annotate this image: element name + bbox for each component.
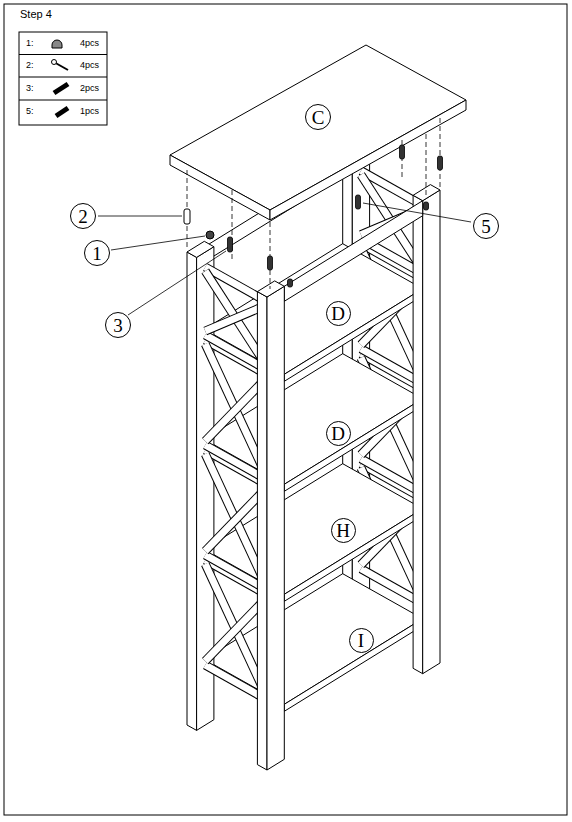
circle-text: D xyxy=(331,304,345,323)
dowel xyxy=(268,256,273,270)
leader-line xyxy=(363,203,471,222)
table-rule xyxy=(19,77,107,78)
panel-letter: D xyxy=(326,421,351,446)
circle-text: 1 xyxy=(92,244,102,263)
post-top xyxy=(413,185,440,201)
part-number: 1: xyxy=(26,39,34,48)
panel-letter: I xyxy=(349,628,374,653)
part-number: 3: xyxy=(26,84,34,93)
leader-line xyxy=(98,216,182,217)
panel-letter: H xyxy=(331,518,356,543)
panel-letter: D xyxy=(326,301,351,326)
dowel xyxy=(400,145,405,159)
circle-text: I xyxy=(358,631,364,650)
dowel xyxy=(356,195,361,209)
table-rule xyxy=(19,100,107,101)
dowel xyxy=(424,202,429,210)
cam-bolt xyxy=(184,209,190,224)
part-number: 2: xyxy=(26,61,34,70)
circle-text: D xyxy=(331,424,345,443)
bolt-icon xyxy=(52,60,57,65)
callout-number: 3 xyxy=(105,312,131,338)
post-side xyxy=(413,195,423,673)
post-top xyxy=(187,241,214,257)
post-side xyxy=(187,252,197,730)
post-front xyxy=(267,286,284,770)
part-number: 5: xyxy=(26,107,34,116)
dowel xyxy=(228,237,233,252)
circle-text: 2 xyxy=(78,207,88,226)
post-front xyxy=(423,190,440,674)
dowel xyxy=(288,279,293,287)
step-title: Step 4 xyxy=(20,9,52,20)
dowel xyxy=(438,156,443,170)
circle-text: 5 xyxy=(481,217,491,236)
parts-table xyxy=(19,32,107,125)
assembly-line xyxy=(270,222,271,289)
quantity: 2pcs xyxy=(80,84,99,93)
cam-lock xyxy=(206,231,214,239)
front-rail xyxy=(284,201,422,302)
assembly-line xyxy=(440,118,441,190)
circle-text: 3 xyxy=(113,316,123,335)
callout-number: 5 xyxy=(473,213,499,239)
page-frame xyxy=(4,4,567,815)
table-rule xyxy=(19,54,107,55)
panel-letter: C xyxy=(305,104,331,130)
circle-text: H xyxy=(336,521,350,540)
leader-line xyxy=(128,251,226,315)
quantity: 4pcs xyxy=(80,39,99,48)
shelf-edge xyxy=(284,619,422,712)
circle-text: C xyxy=(312,108,325,127)
callout-number: 2 xyxy=(70,203,96,229)
quantity: 4pcs xyxy=(80,61,99,70)
quantity: 1pcs xyxy=(80,107,99,116)
dowel-icon xyxy=(54,84,68,93)
assembly-line xyxy=(426,134,427,195)
top-board-edge xyxy=(270,100,466,220)
post-top xyxy=(257,281,284,297)
post-side xyxy=(257,292,267,770)
callout-number: 1 xyxy=(84,240,110,266)
leader-line xyxy=(111,236,205,250)
dowel-icon xyxy=(56,108,68,116)
cam-lock-icon xyxy=(52,40,62,48)
